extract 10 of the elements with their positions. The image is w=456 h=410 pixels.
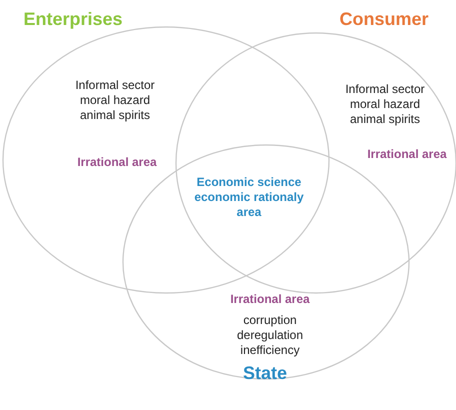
set-title: Consumer: [338, 8, 430, 30]
region-text: Informal sector moral hazard animal spirits: [74, 78, 156, 123]
region-label: Irrational area: [229, 292, 311, 307]
region-text: Informal sector moral hazard animal spirits: [344, 82, 426, 127]
intersection-label: Economic science economic rationaly area: [193, 175, 305, 220]
region-text: corruption deregulation inefficiency: [236, 313, 304, 358]
region-label: Irrational area: [366, 147, 448, 162]
set-title: Enterprises: [22, 8, 124, 30]
region-label: Irrational area: [76, 155, 158, 170]
set-title: State: [242, 362, 288, 384]
